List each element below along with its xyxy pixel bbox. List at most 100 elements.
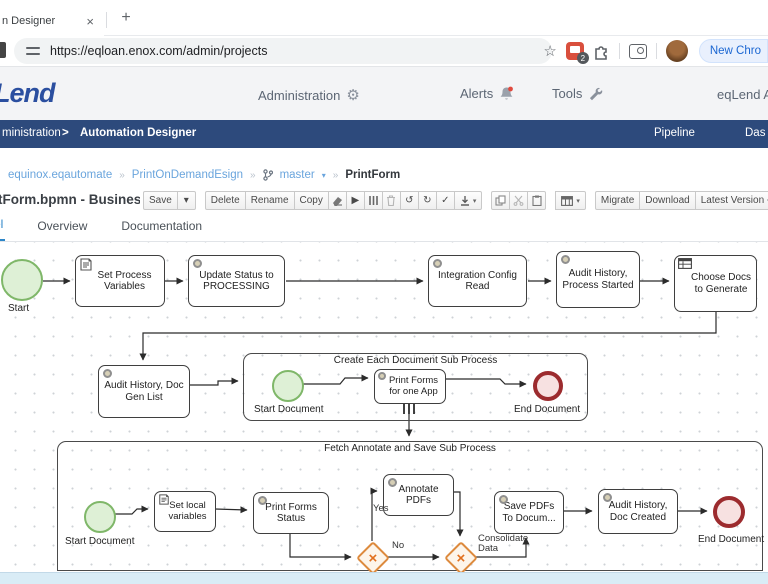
gear-icon: ⚙ [346, 87, 360, 104]
script-task-icon [80, 258, 92, 271]
subprocess-create-each-document[interactable]: Create Each Document Sub Process Start D… [243, 353, 588, 421]
flow-label-yes: Yes [373, 503, 389, 514]
task-audit-history-doc-gen-list[interactable]: Audit History, Doc Gen List [98, 365, 190, 418]
start-event[interactable] [1, 259, 43, 301]
app-logo[interactable]: Lend [0, 78, 55, 108]
download-button[interactable]: Download [639, 191, 696, 210]
task-label: Annotate PDFs [398, 483, 439, 507]
gateway-x-icon: × [456, 549, 466, 567]
task-set-process-variables[interactable]: Set Process Variables [75, 255, 165, 307]
breadcrumb-repo[interactable]: PrintOnDemandEsign [131, 169, 244, 181]
start-event-label: Start [8, 303, 30, 314]
task-set-local-variables[interactable]: Set local variables [154, 491, 216, 532]
flow-gw2-savepdfs [476, 537, 530, 558]
new-tab-button[interactable]: + [121, 9, 131, 26]
eraser-icon-button[interactable] [327, 191, 347, 210]
export-icon-button[interactable]: ▾ [453, 191, 483, 210]
site-settings-icon[interactable] [26, 45, 40, 57]
task-print-forms-status[interactable]: Print Forms Status [253, 492, 329, 534]
task-label: Update Status to PROCESSING [199, 269, 274, 293]
divider [618, 43, 620, 59]
nav-button-partial[interactable] [0, 42, 6, 58]
extensions-puzzle-icon[interactable] [593, 43, 610, 60]
extension-icon[interactable]: 2 [565, 42, 589, 64]
bell-icon [499, 86, 514, 101]
table-view-icon-button[interactable]: ▾ [555, 191, 586, 210]
task-label: Audit History, Doc Gen List [104, 380, 184, 403]
task-annotate-pdfs[interactable]: Annotate PDFs [383, 474, 454, 516]
navbar-link-pipeline[interactable]: Pipeline [654, 127, 695, 139]
migrate-button[interactable]: Migrate [594, 191, 641, 210]
account-label[interactable]: eqLend A [717, 87, 768, 102]
divider [655, 43, 657, 59]
bottom-scroll-strip[interactable] [0, 572, 768, 584]
end-event-document[interactable] [533, 371, 563, 401]
menu-tools-label: Tools [552, 86, 583, 101]
validate-check-icon-button[interactable]: ✓ [435, 191, 455, 210]
end-event-document[interactable] [713, 496, 745, 528]
menu-alerts[interactable]: Alerts [460, 86, 514, 101]
navbar-link-dashboard[interactable]: Das [745, 127, 766, 139]
bpmn-canvas[interactable]: Start Set Process Variables Update Statu… [0, 242, 768, 572]
trash-icon-button[interactable] [381, 191, 401, 210]
copy-shape-icon-button[interactable] [491, 191, 511, 210]
save-caret-button[interactable]: ▾ [176, 191, 196, 210]
tab-model[interactable]: el [0, 217, 6, 241]
latest-version-button[interactable]: Latest Version ▾ [694, 191, 768, 210]
omnibox[interactable]: https://eqloan.enox.com/admin/projects [14, 38, 552, 64]
tab-title: n Designer [2, 15, 56, 27]
start-event-document[interactable] [272, 370, 304, 402]
tab-overview[interactable]: Overview [37, 219, 88, 233]
delete-button[interactable]: Delete [204, 191, 246, 210]
task-label: Audit History, Process Started [562, 268, 634, 291]
rename-button[interactable]: Rename [244, 191, 295, 210]
start-document-label: Start Document [65, 536, 135, 547]
tab-close-icon[interactable]: × [86, 13, 94, 29]
start-event-document[interactable] [84, 501, 116, 533]
app-navbar: ministration > Automation Designer Pipel… [0, 120, 768, 148]
subprocess-fetch-annotate-save[interactable]: Fetch Annotate and Save Sub Process Star… [57, 441, 764, 572]
task-integration-config-read[interactable]: Integration Config Read [428, 255, 527, 307]
menu-administration[interactable]: Administration ⚙ [258, 86, 360, 104]
url-text[interactable]: https://eqloan.enox.com/admin/projects [50, 44, 268, 58]
service-task-icon [103, 369, 112, 378]
navbar-chevron: > [62, 127, 69, 139]
redo-icon-button[interactable]: ↻ [417, 191, 437, 210]
breadcrumb-branch[interactable]: master [279, 169, 315, 181]
exclusive-gateway-1[interactable]: × [356, 541, 390, 572]
copy-button[interactable]: Copy [293, 191, 329, 210]
side-panel-icon[interactable] [628, 43, 647, 59]
subprocess-title: Create Each Document Sub Process [333, 355, 498, 366]
navbar-crumb-admin[interactable]: ministration [2, 127, 61, 139]
task-update-status[interactable]: Update Status to PROCESSING [188, 255, 285, 307]
navbar-crumb-current[interactable]: Automation Designer [80, 127, 197, 139]
flow-label-consolidate-data: Consolidate Data [478, 533, 529, 554]
menu-tools[interactable]: Tools [552, 86, 603, 101]
service-task-icon [258, 496, 267, 505]
branch-caret-icon[interactable]: ▾ [321, 170, 326, 180]
profile-avatar[interactable] [665, 40, 688, 62]
breadcrumb-separator: » [250, 169, 256, 181]
service-task-icon [499, 495, 508, 504]
grid-icon-button[interactable] [363, 191, 383, 210]
task-label: Integration Config Read [438, 269, 517, 293]
bookmark-star-icon[interactable]: ☆ [543, 43, 557, 60]
latest-version-label: Latest Version [700, 195, 765, 206]
exclusive-gateway-2[interactable]: × [444, 541, 478, 572]
table-caret-icon: ▾ [576, 197, 580, 205]
breadcrumb-project[interactable]: equinox.eqautomate [8, 169, 113, 181]
browser-tab[interactable]: n Designer × [0, 6, 104, 36]
task-audit-history-doc-created[interactable]: Audit History, Doc Created [598, 489, 678, 534]
task-audit-history-process-started[interactable]: Audit History, Process Started [556, 251, 640, 308]
paste-icon-button[interactable] [527, 191, 547, 210]
cut-scissors-icon-button[interactable] [509, 191, 529, 210]
tab-documentation[interactable]: Documentation [121, 219, 203, 233]
task-save-pdfs[interactable]: Save PDFs To Docum... [494, 491, 564, 534]
undo-icon-button[interactable]: ↺ [399, 191, 419, 210]
task-print-forms-one-app[interactable]: Print Forms for one App [374, 369, 446, 404]
task-choose-docs-to-generate[interactable]: Choose Docs to Generate [674, 255, 757, 312]
run-icon-button[interactable]: ▶ [345, 191, 365, 210]
save-button[interactable]: Save [143, 191, 178, 210]
new-chrome-button[interactable]: New Chro [698, 39, 768, 63]
